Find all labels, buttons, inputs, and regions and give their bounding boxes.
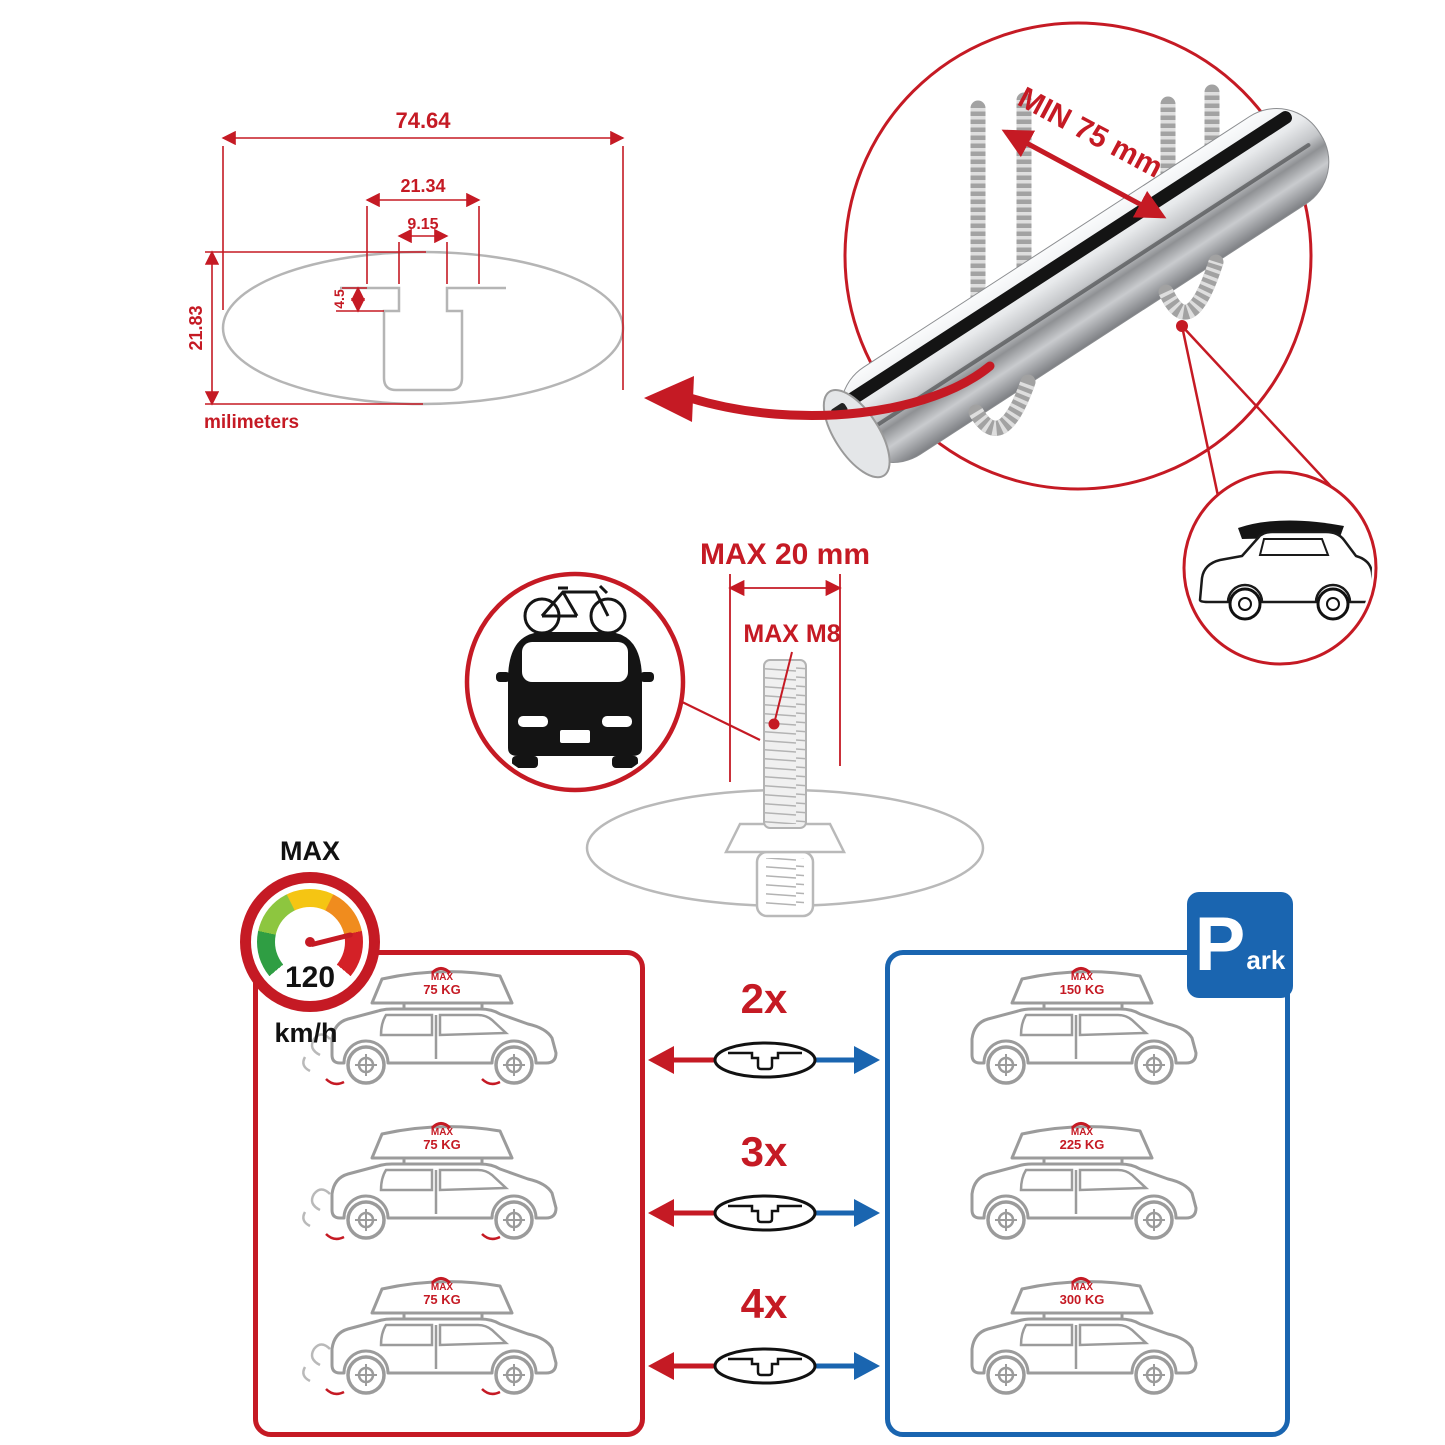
driving-car-row-3: MAX 75 KG: [258, 1273, 640, 1425]
cargo-load-label: MAX 150 KG: [1020, 972, 1144, 997]
speedometer-icon: 120: [240, 872, 380, 1012]
dim-slot-depth: 4.5: [331, 289, 347, 309]
parking-car-row-1: MAX 150 KG: [890, 963, 1285, 1115]
dim-total-height: 21.83: [186, 305, 206, 350]
crossbar-section-icon-row-2: [648, 1193, 880, 1233]
cargo-load-label: MAX 225 KG: [1020, 1127, 1144, 1152]
dimension-labels: 74.64 21.34 9.15 4.5 21.83 milimeters: [186, 108, 451, 433]
load-value-text: 75 KG: [423, 1292, 461, 1307]
load-value-text: 150 KG: [1059, 982, 1105, 997]
cargo-load-label: MAX 75 KG: [380, 1127, 504, 1152]
load-max-text: MAX: [430, 972, 454, 983]
dim-slot-opening: 9.15: [407, 216, 438, 233]
bar-top-slot: [846, 111, 1292, 405]
cargo-load-label: MAX 75 KG: [380, 1282, 504, 1307]
callout-dot: [1176, 320, 1188, 332]
parking-car-row-3: MAX 300 KG: [890, 1273, 1285, 1425]
bolt-dimension-lines: [673, 574, 842, 782]
bar-detail-callout: MIN 75 mm: [822, 21, 1378, 666]
t-slot-profile: [340, 286, 506, 392]
load-max-text: MAX: [1070, 1282, 1094, 1293]
load-max-text: MAX: [1070, 972, 1094, 983]
gauge-hub: [305, 937, 315, 947]
parking-load-panel: MAX 150 KG MAX 225 KG MAX 300 KG: [885, 950, 1290, 1437]
bar-count-2x: 2x: [740, 975, 788, 1022]
min-spacing-arrow: [1001, 129, 1167, 219]
driving-load-panel: MAX 75 KG MAX 75 KG MAX 75 KG: [253, 950, 645, 1437]
dimension-lines: [204, 130, 625, 406]
load-value-text: 300 KG: [1059, 1292, 1105, 1307]
u-bolt-wraps: [968, 254, 1224, 436]
speed-unit-label: km/h: [274, 1018, 338, 1048]
callout-line-left: [1180, 325, 1220, 497]
load-max-text: MAX: [430, 1127, 454, 1138]
max-thread-label: MAX M8: [743, 620, 840, 648]
load-max-text: MAX: [1070, 1127, 1094, 1138]
cargo-load-label: MAX 300 KG: [1020, 1282, 1144, 1307]
clamp-plate: [723, 822, 847, 854]
crossbar-section-icon-row-3: [648, 1346, 880, 1386]
load-value-text: 75 KG: [423, 1137, 461, 1152]
load-value-text: 75 KG: [423, 982, 461, 997]
load-value-text: 225 KG: [1059, 1137, 1105, 1152]
cargo-load-label: MAX 75 KG: [380, 972, 504, 997]
max-clamp-label: MAX 20 mm: [700, 538, 870, 571]
bar-profile-ellipse: [221, 250, 625, 406]
parking-sign-icon: P ark: [1187, 892, 1293, 998]
crossbar-section-icon-row-1: [648, 1040, 880, 1080]
dim-slot-outer: 21.34: [400, 176, 445, 196]
parking-car-row-2: MAX 225 KG: [890, 1118, 1285, 1270]
cross-section-diagram: 74.64 21.34 9.15 4.5 21.83 milimeters: [186, 108, 625, 433]
aluminum-crossbar: [822, 108, 1330, 479]
speed-max-label: MAX: [280, 836, 340, 866]
units-label: milimeters: [204, 412, 299, 433]
load-max-text: MAX: [430, 1282, 454, 1293]
driving-car-row-2: MAX 75 KG: [258, 1118, 640, 1270]
speed-value: 120: [284, 961, 336, 994]
bolt-spec-diagram: MAX 20 mm MAX M8: [464, 538, 985, 918]
zoom-arrow: [644, 361, 995, 422]
park-letter: P: [1194, 902, 1246, 987]
dim-total-width: 74.64: [395, 108, 451, 133]
bike-on-car-icon: [496, 584, 654, 768]
thread-dot: [768, 718, 780, 730]
bar-count-3x: 3x: [740, 1128, 788, 1175]
driving-car-row-1: MAX 75 KG: [258, 963, 640, 1115]
park-suffix: ark: [1246, 944, 1286, 975]
bar-count-4x: 4x: [740, 1280, 788, 1327]
suv-roofbox-icon: [1198, 520, 1372, 621]
